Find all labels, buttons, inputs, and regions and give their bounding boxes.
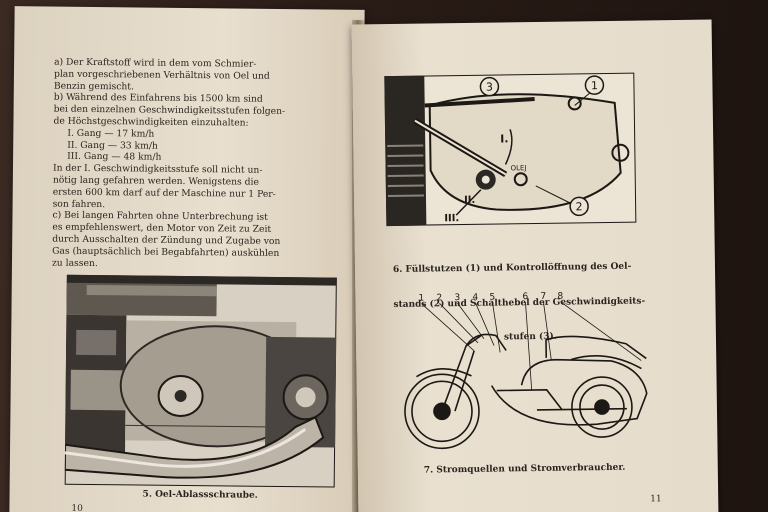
figure7-callout-6: 6 <box>522 292 528 302</box>
figure5-caption: 5. Oel-Ablassschraube. <box>142 489 258 501</box>
figure7-callout-7: 7 <box>540 292 546 302</box>
scooter-wiring-figure: 1 2 3 4 5 6 7 8 <box>404 292 648 450</box>
figure6-label-gear3: III. <box>444 213 459 224</box>
figure7-callout-1: 1 <box>418 294 424 304</box>
figure6-label-1: 1 <box>591 79 598 92</box>
figure6-label-3: 3 <box>486 81 493 94</box>
figure7-callout-2: 2 <box>436 293 442 303</box>
engine-cover-figure: 3 1 I. OLEJ 2 II. III. <box>384 72 637 227</box>
body-text-line: zu lassen. <box>51 257 98 269</box>
figure7-callout-5: 5 <box>489 293 495 303</box>
figure6-label-olej: OLEJ <box>511 164 527 172</box>
figure7-callout-4: 4 <box>472 293 478 303</box>
figure6-label-gear1: I. <box>500 132 508 145</box>
figure7-callout-3: 3 <box>454 293 460 303</box>
oil-drain-screw-figure <box>64 274 337 488</box>
right-page-number: 11 <box>650 494 662 505</box>
left-page-number: 10 <box>71 503 83 512</box>
figure6-label-gear2: II. <box>464 195 475 206</box>
left-page: a) Der Kraftstoff wird in dem vom Schmie… <box>9 6 365 512</box>
right-page: 3 1 I. OLEJ 2 II. III. 6. Füllstutzen (1… <box>351 19 719 512</box>
figure6-caption-line: 6. Füllstutzen (1) und Kontrollöffnung d… <box>392 261 632 275</box>
left-page-body: a) Der Kraftstoff wird in dem vom Schmie… <box>52 57 286 272</box>
figure7-caption: 7. Stromquellen und Stromverbraucher. <box>423 462 626 476</box>
figure7-callout-8: 8 <box>557 292 563 302</box>
figure6-label-2: 2 <box>576 200 583 213</box>
